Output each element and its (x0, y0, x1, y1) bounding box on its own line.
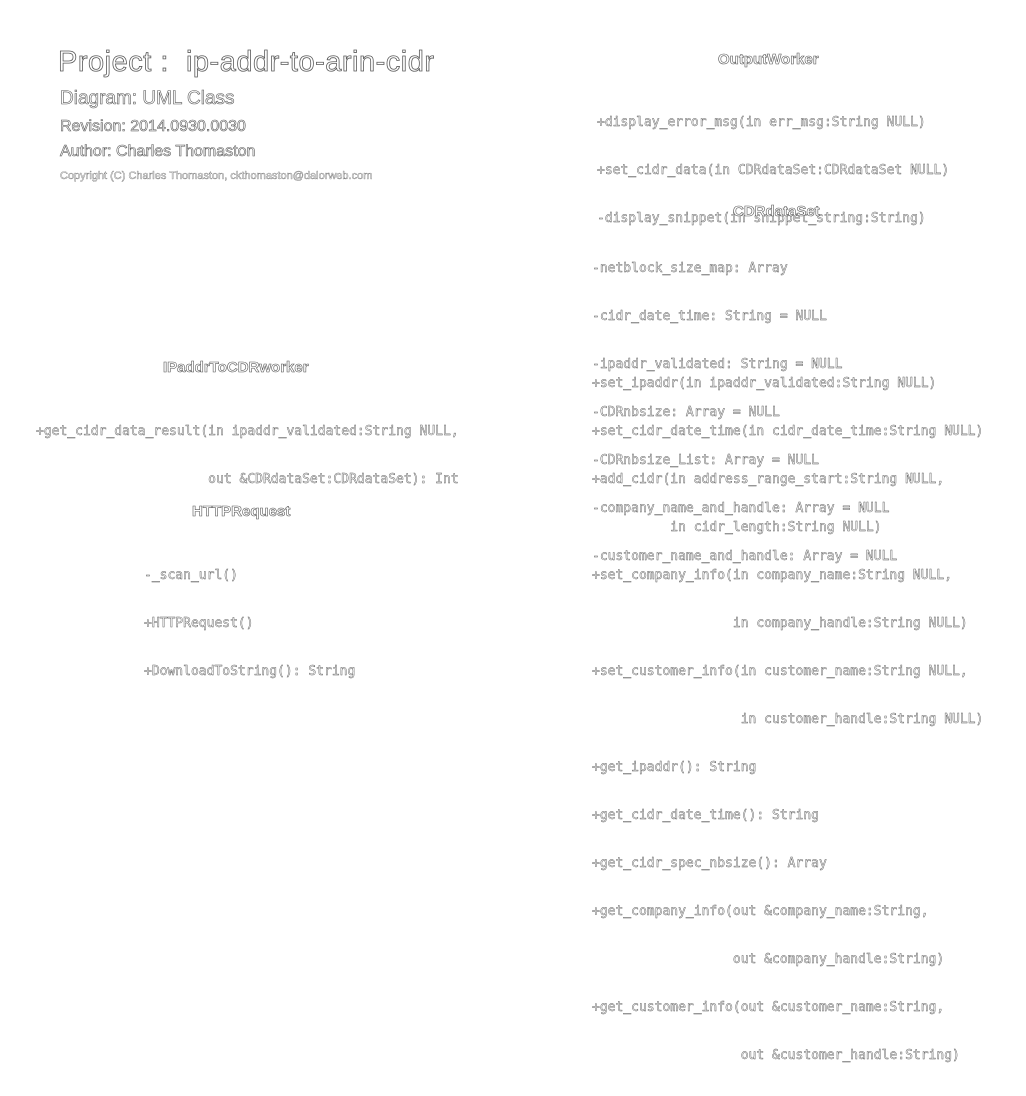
class-operation: in customer_handle:String NULL) (592, 712, 984, 727)
class-name: IPaddrToCDRworker (163, 359, 309, 377)
class-operation: +get_cidr_data_result(in ipaddr_validate… (36, 424, 459, 439)
class-operation: +add_cidr(in address_range_start:String … (592, 472, 945, 487)
class-operation: +set_ipaddr(in ipaddr_validated:String N… (592, 376, 937, 391)
class-name: CDRdataSet (733, 203, 820, 221)
class-operation: +HTTPRequest() (144, 616, 254, 631)
class-operation: +get_customer_info(out &customer_name:St… (592, 1000, 945, 1015)
project-title: Project : ip-addr-to-arin-cidr (58, 46, 435, 79)
class-operation: +get_company_info(out &company_name:Stri… (592, 904, 929, 919)
class-operation: out &CDRdataSet:CDRdataSet): Int (36, 472, 459, 487)
class-attribute: -company_name_and_handle: Array = NULL (592, 501, 890, 516)
class-attributes: -netblock_size_map: Array -cidr_date_tim… (592, 229, 898, 597)
class-attribute: -ipaddr_validated: String = NULL (592, 357, 843, 372)
class-members: -_scan_url() +HTTPRequest() +DownloadToS… (144, 536, 356, 712)
author: Author: Charles Thomaston (60, 143, 256, 161)
class-operation: +get_cidr_spec_nbsize(): Array (592, 856, 827, 871)
class-operation: +set_cidr_date_time(in cidr_date_time:St… (592, 424, 984, 439)
class-operation: +DownloadToString(): String (144, 664, 356, 679)
class-attribute: -CDRnbsize: Array = NULL (592, 405, 780, 420)
class-operation: +get_ipaddr(): String (592, 760, 757, 775)
class-operation: in cidr_length:String NULL) (592, 520, 882, 535)
class-name: OutputWorker (718, 51, 819, 69)
class-operation: +set_company_info(in company_name:String… (592, 568, 953, 583)
class-members: +get_cidr_data_result(in ipaddr_validate… (36, 392, 459, 520)
class-operation: +display_error_msg(in err_msg:String NUL… (597, 115, 926, 130)
class-operation: +set_customer_info(in customer_name:Stri… (592, 664, 968, 679)
class-operation: out &company_handle:String) (592, 952, 945, 967)
class-operations: +set_ipaddr(in ipaddr_validated:String N… (592, 344, 984, 1096)
class-operation: -_scan_url() (144, 568, 238, 583)
class-operation: +set_cidr_data(in CDRdataSet:CDRdataSet … (597, 163, 950, 178)
copyright: Copyright (C) Charles Thomaston, ckthoma… (60, 170, 373, 182)
class-members: +display_error_msg(in err_msg:String NUL… (597, 83, 950, 259)
revision: Revision: 2014.0930.0030 (60, 118, 247, 136)
class-operation: out &customer_handle:String) (592, 1048, 960, 1063)
class-attribute: -netblock_size_map: Array (592, 261, 788, 276)
class-name: HTTPRequest (192, 503, 291, 521)
class-attribute: -customer_name_and_handle: Array = NULL (592, 549, 898, 564)
class-operation: -display_snippet(in snippet_string:Strin… (597, 211, 926, 226)
class-attribute: -CDRnbsize_List: Array = NULL (592, 453, 819, 468)
diagram-type: Diagram: UML Class (60, 88, 235, 110)
class-operation: in company_handle:String NULL) (592, 616, 968, 631)
class-attribute: -cidr_date_time: String = NULL (592, 309, 827, 324)
class-operation: +get_cidr_date_time(): String (592, 808, 819, 823)
